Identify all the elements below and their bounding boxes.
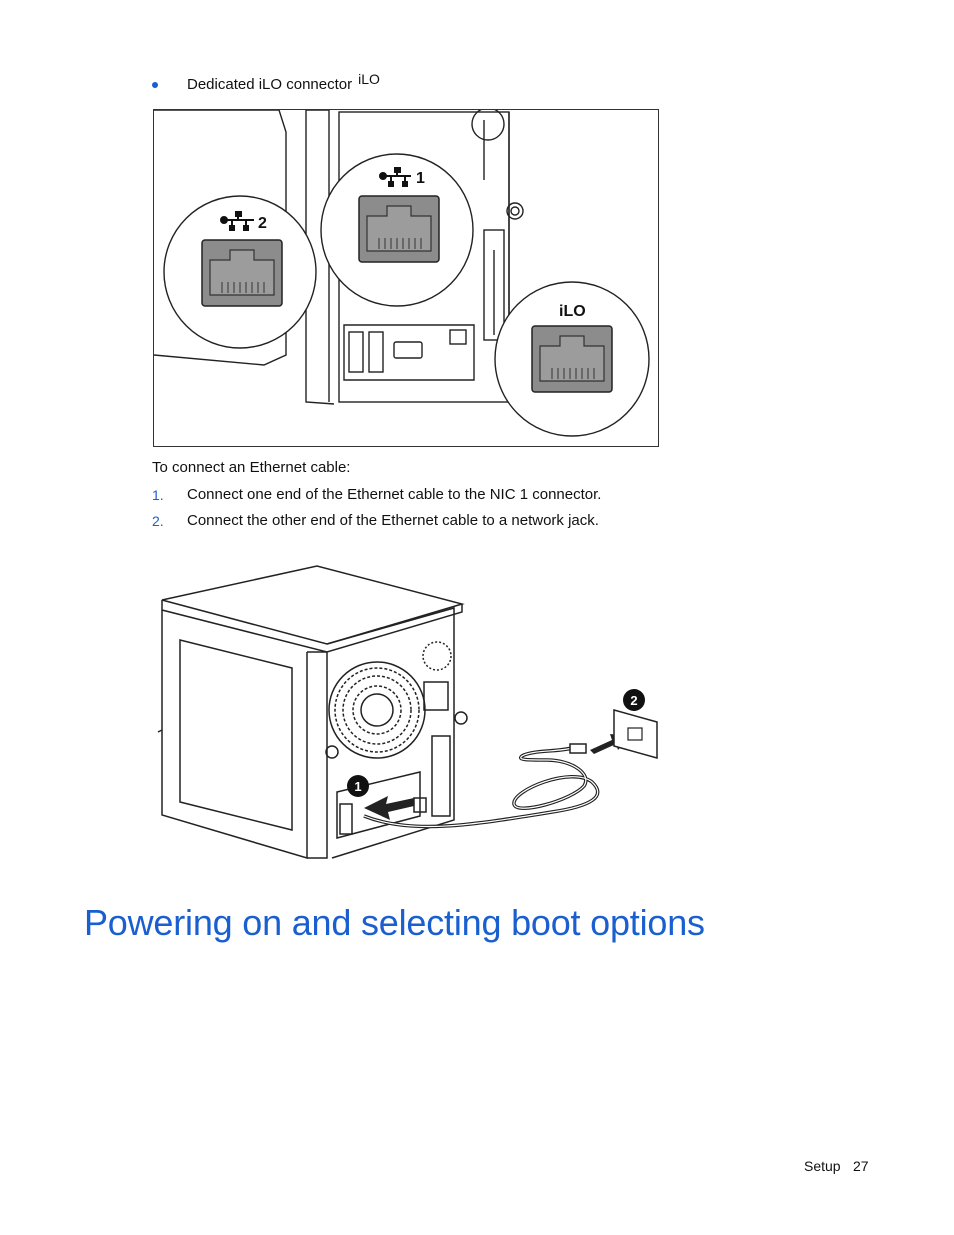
step-number: 2.	[152, 513, 164, 529]
intro-text: To connect an Ethernet cable:	[152, 459, 351, 476]
network-icon	[379, 167, 411, 187]
rear-ports-illustration: 2 1	[154, 110, 650, 437]
ilo-inline-icon: iLO	[358, 71, 380, 87]
ilo-label: iLO	[559, 303, 586, 320]
step-text: Connect the other end of the Ethernet ca…	[187, 512, 599, 529]
figure-ethernet-connection: 1 2	[152, 560, 662, 865]
footer-section: Setup	[804, 1158, 841, 1174]
nic2-callout: 2	[163, 195, 317, 349]
bullet-icon	[152, 82, 158, 88]
step-number: 1.	[152, 487, 164, 503]
section-heading: Powering on and selecting boot options	[84, 902, 705, 943]
step-text: Connect one end of the Ethernet cable to…	[187, 486, 602, 503]
network-icon	[220, 211, 254, 231]
figure-rear-ports: 2 1	[153, 109, 659, 447]
ilo-callout: iLO	[494, 281, 650, 437]
nic1-label: 1	[416, 170, 425, 187]
callout-1-label: 1	[354, 779, 361, 794]
nic1-callout: 1	[320, 153, 474, 307]
callout-2: 2	[623, 689, 645, 711]
callout-1: 1	[347, 775, 369, 797]
ethernet-connection-illustration: 1 2	[157, 565, 658, 860]
nic2-label: 2	[258, 215, 267, 232]
callout-2-label: 2	[630, 693, 637, 708]
page-number: 27	[853, 1158, 869, 1174]
bullet-text: Dedicated iLO connector	[187, 76, 353, 93]
